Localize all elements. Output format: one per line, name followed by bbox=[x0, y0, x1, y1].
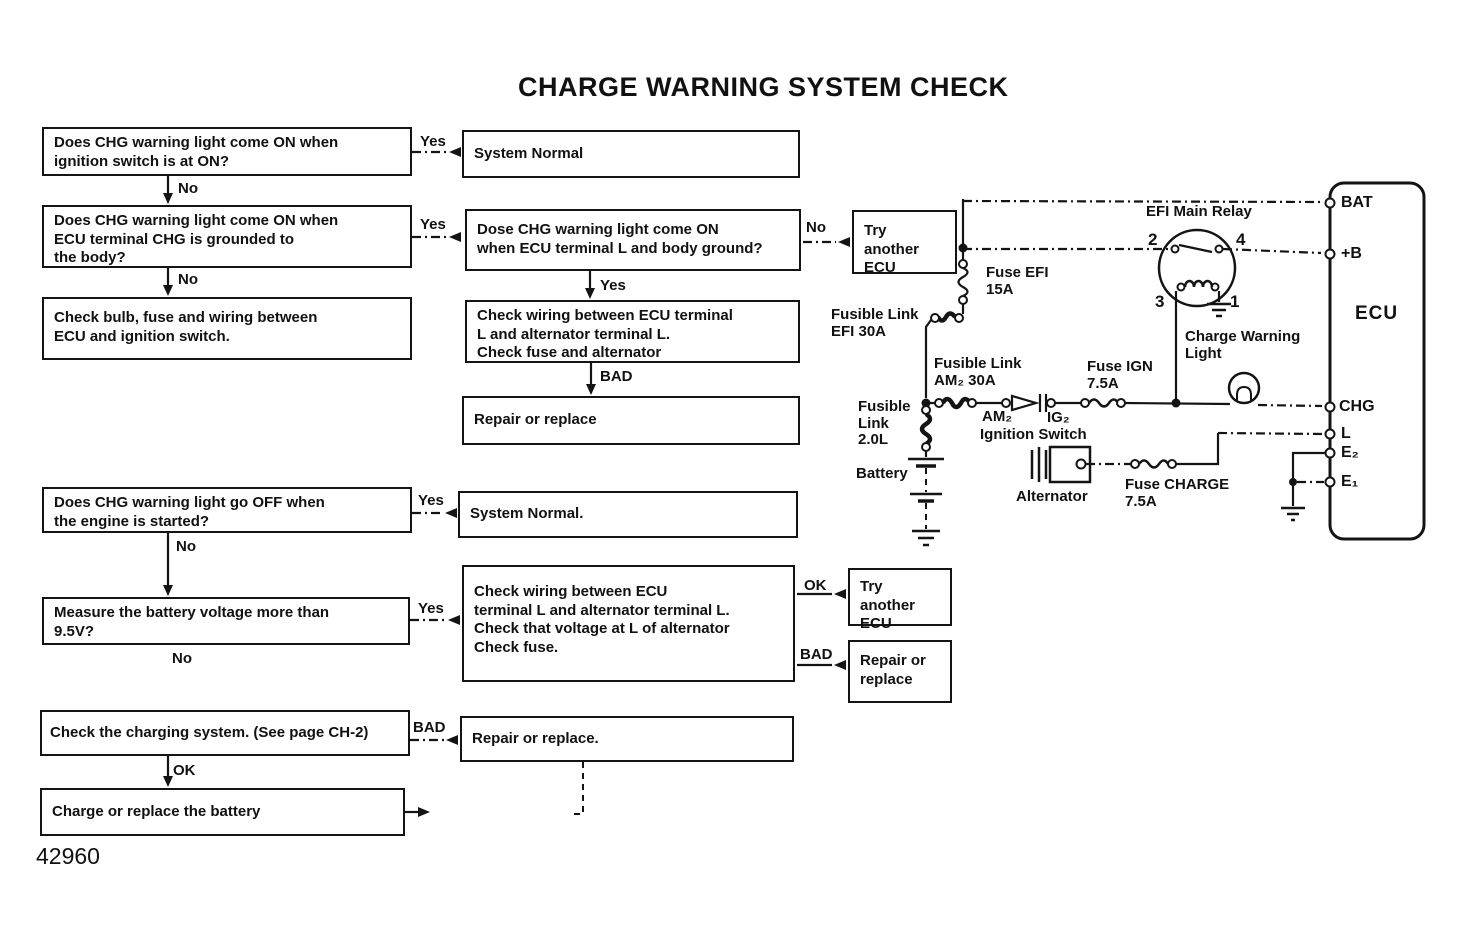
label-no-2: No bbox=[806, 219, 826, 236]
label-yes-3: Yes bbox=[600, 277, 626, 294]
fusible-link-efi-label: Fusible Link EFI 30A bbox=[831, 306, 919, 340]
am2-terminal-label: AM₂ bbox=[982, 408, 1012, 425]
ecu-label: ECU bbox=[1355, 303, 1399, 324]
page-title: CHARGE WARNING SYSTEM CHECK bbox=[518, 72, 1009, 102]
flow-box-light-on-grounded: Does CHG warning light come ON when ECU … bbox=[42, 205, 412, 268]
flow-box-try-another-ecu-2: Try another ECU bbox=[848, 568, 952, 632]
ig2-terminal-label: IG₂ bbox=[1047, 409, 1070, 426]
battery-label: Battery bbox=[856, 465, 908, 482]
ecu-terminal-chg: CHG bbox=[1339, 398, 1375, 415]
flow-box-system-normal-2: System Normal. bbox=[458, 491, 798, 538]
label-yes-4: Yes bbox=[418, 492, 444, 509]
label-bad-1: BAD bbox=[600, 368, 633, 385]
flow-box-repair-or-replace-1: Repair or replace bbox=[462, 396, 800, 445]
figure-number: 42960 bbox=[36, 843, 100, 869]
flow-box-light-off-started: Does CHG warning light go OFF when the e… bbox=[42, 487, 412, 533]
label-yes-5: Yes bbox=[418, 600, 444, 617]
label-bad-3: BAD bbox=[413, 719, 446, 736]
fuse-charge-label: Fuse CHARGE 7.5A bbox=[1125, 476, 1230, 510]
ecu-terminal-e1: E₁ bbox=[1341, 473, 1359, 490]
charge-warning-light-label: Charge Warning Light bbox=[1185, 328, 1301, 362]
label-ok-2: OK bbox=[173, 762, 196, 779]
label-no-1: No bbox=[178, 180, 198, 197]
flow-box-check-charging-system: Check the charging system. (See page CH-… bbox=[40, 710, 410, 756]
flow-box-repair-or-replace-2: Repair or replace bbox=[848, 640, 952, 703]
flow-box-charge-or-replace-battery: Charge or replace the battery bbox=[40, 788, 405, 836]
flow-box-light-on-terminal-l: Dose CHG warning light come ON when ECU … bbox=[465, 209, 801, 271]
ecu-terminal-plus-b: +B bbox=[1341, 245, 1362, 262]
fusible-link-am2-label: Fusible Link AM₂ 30A bbox=[934, 355, 1022, 389]
fusible-link-2-0l-label: Fusible Link 2.0L bbox=[858, 398, 911, 448]
ignition-switch-label: Ignition Switch bbox=[980, 426, 1087, 443]
flow-box-try-another-ecu-1: Try another ECU bbox=[852, 210, 957, 276]
label-bad-2: BAD bbox=[800, 646, 833, 663]
relay-pin-2: 2 bbox=[1148, 230, 1158, 249]
label-yes-1: Yes bbox=[420, 133, 446, 150]
relay-pin-1: 1 bbox=[1230, 292, 1240, 311]
ecu-terminal-l: L bbox=[1341, 425, 1351, 442]
flow-box-system-normal-1: System Normal bbox=[462, 130, 800, 178]
flow-box-check-bulb-fuse: Check bulb, fuse and wiring between ECU … bbox=[42, 297, 412, 360]
flow-box-battery-voltage: Measure the battery voltage more than 9.… bbox=[42, 597, 410, 645]
alternator-label: Alternator bbox=[1016, 488, 1088, 505]
flow-box-check-wiring-voltage: Check wiring between ECU terminal L and … bbox=[462, 565, 795, 682]
flow-box-repair-or-replace-3: Repair or replace. bbox=[460, 716, 794, 762]
label-no-5: No bbox=[172, 650, 192, 667]
ecu-terminal-e2: E₂ bbox=[1341, 444, 1359, 461]
label-no-3: No bbox=[178, 271, 198, 288]
flow-box-check-wiring-ecu-alt: Check wiring between ECU terminal L and … bbox=[465, 300, 800, 363]
label-ok-1: OK bbox=[804, 577, 827, 594]
flow-box-light-on-ignition: Does CHG warning light come ON when igni… bbox=[42, 127, 412, 176]
label-yes-2: Yes bbox=[420, 216, 446, 233]
fuse-ign-label: Fuse IGN 7.5A bbox=[1087, 358, 1153, 392]
efi-main-relay-label: EFI Main Relay bbox=[1146, 203, 1252, 220]
relay-pin-3: 3 bbox=[1155, 292, 1165, 311]
label-no-4: No bbox=[176, 538, 196, 555]
relay-pin-4: 4 bbox=[1236, 230, 1246, 249]
ecu-terminal-bat: BAT bbox=[1341, 194, 1373, 211]
fuse-efi-label: Fuse EFI 15A bbox=[986, 264, 1049, 298]
